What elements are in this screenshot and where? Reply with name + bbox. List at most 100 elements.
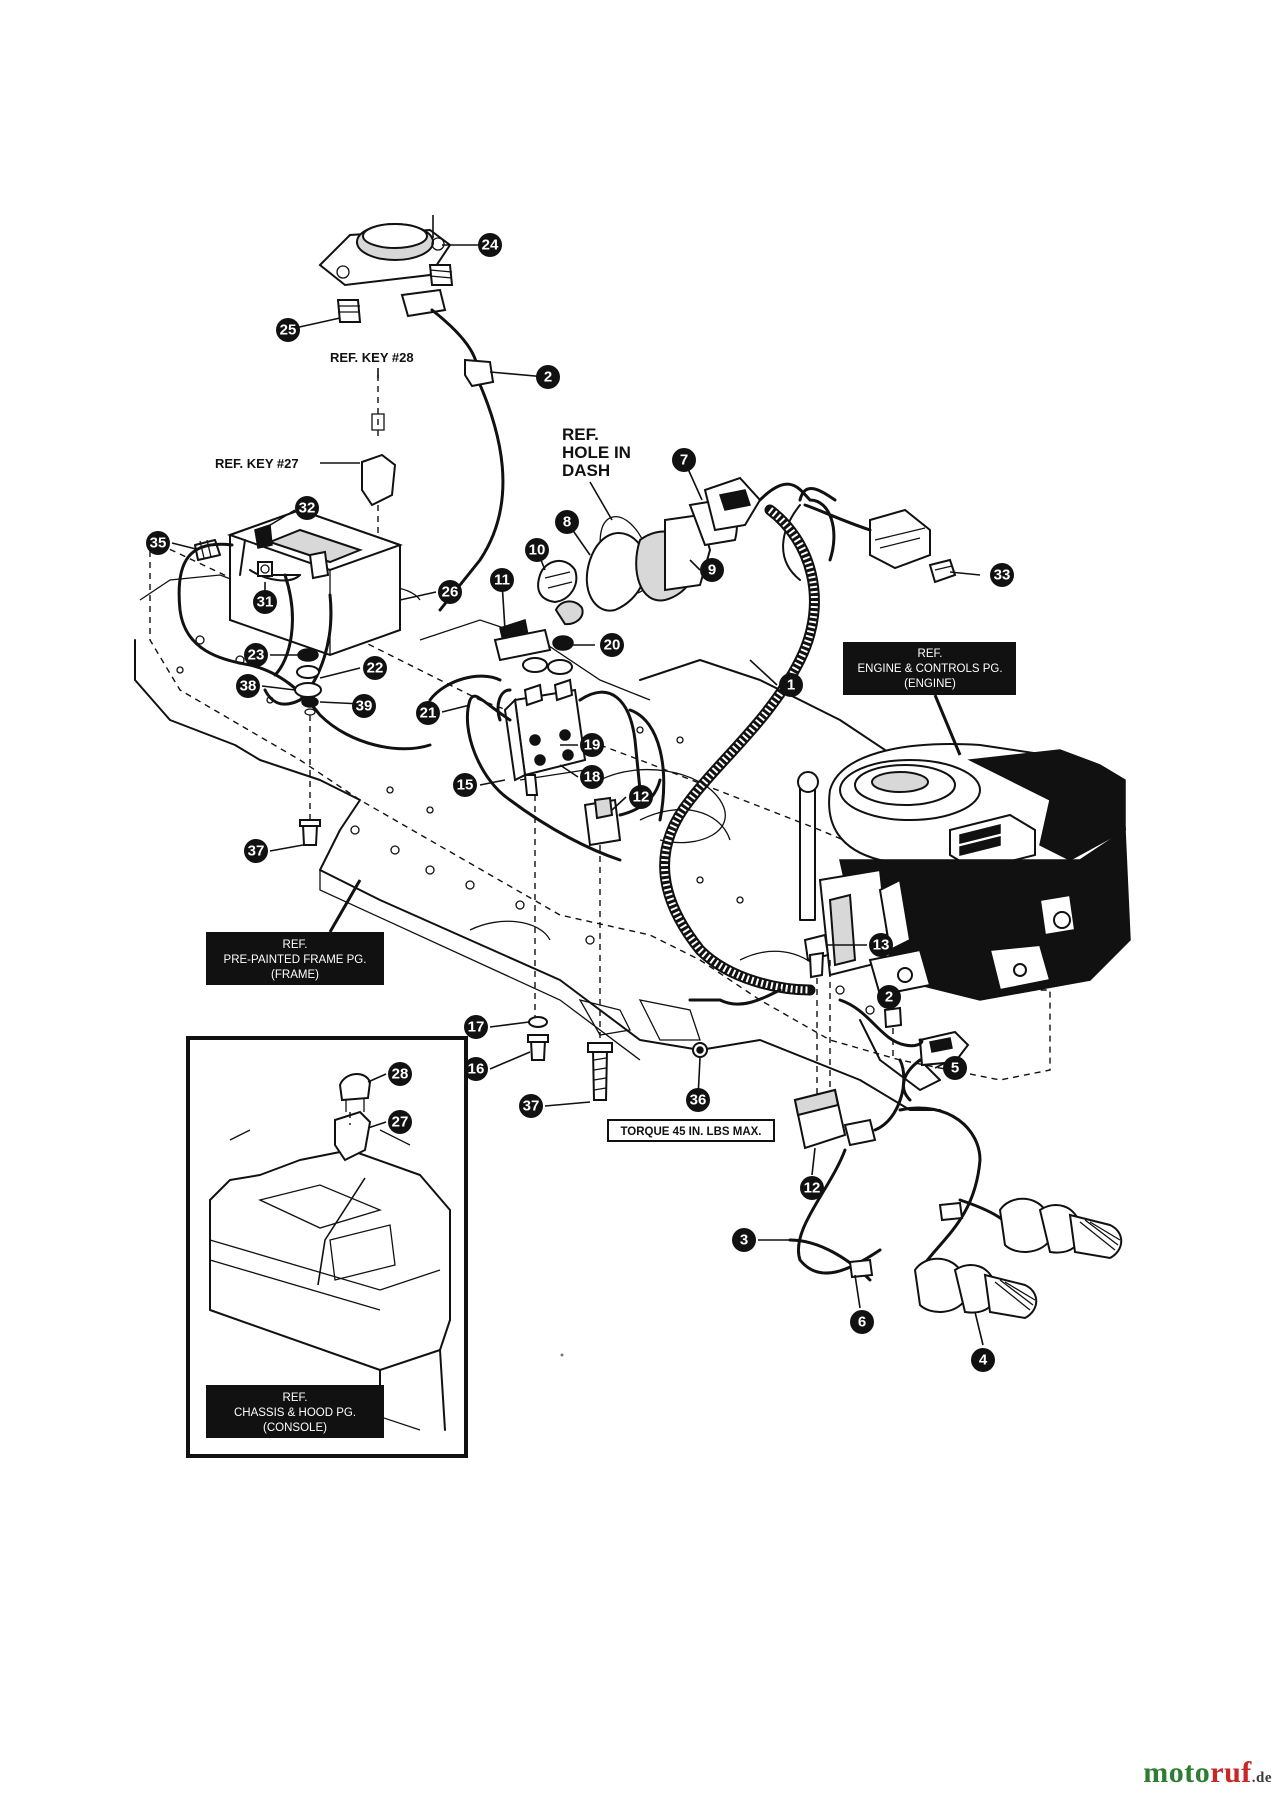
svg-text:21: 21: [420, 705, 437, 722]
svg-text:13: 13: [873, 937, 890, 954]
ref-box-frame: REF. PRE-PAINTED FRAME PG. (FRAME): [206, 879, 384, 985]
seat-switch: [318, 223, 505, 612]
callout-13: 13: [869, 933, 893, 957]
ref-engine-line1: REF.: [918, 648, 943, 660]
svg-text:31: 31: [257, 594, 274, 611]
svg-text:12: 12: [804, 1180, 821, 1197]
callout-31: 31: [253, 590, 277, 614]
callout-27: 27: [388, 1110, 412, 1134]
svg-text:23: 23: [248, 647, 265, 664]
callout-20: 20: [600, 633, 624, 657]
callout-35: 35: [146, 531, 170, 555]
watermark-brand-b: ruf: [1210, 1756, 1252, 1789]
callout-32: 32: [295, 496, 319, 520]
svg-text:27: 27: [392, 1114, 409, 1131]
svg-text:39: 39: [356, 698, 373, 715]
callout-38: 38: [236, 674, 260, 698]
ref-hole-line1: REF.: [562, 425, 599, 444]
ref-console-line1: REF.: [283, 1392, 308, 1404]
svg-text:9: 9: [708, 562, 716, 579]
watermark-tld: .de: [1251, 1770, 1272, 1786]
svg-text:2: 2: [885, 989, 893, 1006]
engine: [797, 743, 1131, 1001]
svg-text:2: 2: [544, 369, 552, 386]
ref-engine-line3: (ENGINE): [904, 678, 956, 690]
svg-text:16: 16: [468, 1061, 485, 1078]
ref-frame-line2: PRE-PAINTED FRAME PG.: [224, 954, 367, 966]
callout-26: 26: [438, 580, 462, 604]
svg-text:6: 6: [858, 1314, 866, 1331]
svg-text:1: 1: [787, 677, 795, 694]
pto-switches: [788, 1106, 1123, 1320]
svg-text:5: 5: [951, 1060, 959, 1077]
callout-36: 36: [686, 1088, 710, 1112]
starter-solenoid: [503, 678, 587, 1020]
svg-text:11: 11: [494, 572, 510, 589]
callout-17: 17: [464, 1015, 488, 1039]
bolts-center: [527, 1016, 613, 1101]
callout-6: 6: [850, 1310, 874, 1334]
svg-text:22: 22: [367, 660, 384, 677]
callout-22: 22: [363, 656, 387, 680]
callout-3: 3: [732, 1228, 756, 1252]
callout-7: 7: [672, 448, 696, 472]
wire-harness-36: [688, 988, 782, 1058]
callout-21: 21: [416, 701, 440, 725]
relay-upper: [583, 778, 662, 1040]
svg-text:24: 24: [482, 237, 499, 254]
callout-12-upper: 12: [629, 785, 653, 809]
callout-2-top: 2: [536, 365, 560, 389]
svg-text:25: 25: [280, 322, 297, 339]
battery: [227, 508, 403, 657]
svg-text:36: 36: [690, 1092, 707, 1109]
callout-11: 11: [490, 568, 514, 592]
callout-5: 5: [943, 1056, 967, 1080]
callout-25: 25: [276, 318, 300, 342]
svg-text:17: 17: [468, 1019, 485, 1036]
callout-4: 4: [971, 1348, 995, 1372]
harness-clip: [464, 358, 495, 388]
svg-text:18: 18: [584, 769, 601, 786]
callout-8: 8: [555, 510, 579, 534]
torque-box: TORQUE 45 IN. LBS MAX.: [607, 1119, 775, 1142]
svg-text:28: 28: [392, 1066, 409, 1083]
svg-text:19: 19: [584, 737, 601, 754]
callout-9: 9: [700, 558, 724, 582]
callout-18: 18: [580, 765, 604, 789]
ref-key-hardware: [361, 375, 397, 535]
svg-text:26: 26: [442, 584, 459, 601]
ref-frame-line1: REF.: [283, 939, 308, 951]
ref-hole-line2: HOLE IN: [562, 443, 631, 462]
svg-text:32: 32: [299, 500, 316, 517]
callout-37-center: 37: [519, 1094, 543, 1118]
watermark-logo: motoruf.de: [1143, 1756, 1272, 1790]
callout-10: 10: [525, 538, 549, 562]
ref-hole-line3: DASH: [562, 461, 610, 480]
callout-1: 1: [779, 673, 803, 697]
console-inset: [186, 1036, 468, 1458]
svg-text:4: 4: [979, 1352, 988, 1369]
svg-text:37: 37: [523, 1098, 540, 1115]
ref-box-console: REF. CHASSIS & HOOD PG. (CONSOLE): [206, 1385, 384, 1438]
callout-19: 19: [580, 733, 604, 757]
ref-key-28-label: REF. KEY #28: [330, 350, 414, 365]
ref-box-engine: REF. ENGINE & CONTROLS PG. (ENGINE): [843, 642, 1016, 756]
ref-console-line3: (CONSOLE): [263, 1422, 327, 1434]
callout-23: 23: [244, 643, 268, 667]
svg-text:20: 20: [604, 637, 621, 654]
callout-16: 16: [464, 1057, 488, 1081]
callout-28: 28: [388, 1062, 412, 1086]
torque-label: TORQUE 45 IN. LBS MAX.: [620, 1126, 761, 1138]
corrugated-harness: [659, 504, 820, 996]
svg-text:7: 7: [680, 452, 688, 469]
svg-text:38: 38: [240, 678, 257, 695]
svg-text:37: 37: [248, 843, 265, 860]
key-switch-parts: [493, 476, 762, 675]
svg-text:33: 33: [994, 567, 1011, 584]
svg-text:3: 3: [740, 1232, 748, 1249]
svg-text:12: 12: [633, 789, 650, 806]
ref-engine-line2: ENGINE & CONTROLS PG.: [857, 663, 1002, 675]
ref-key-27-label: REF. KEY #27: [215, 456, 299, 471]
watermark-brand-a: moto: [1143, 1756, 1211, 1789]
